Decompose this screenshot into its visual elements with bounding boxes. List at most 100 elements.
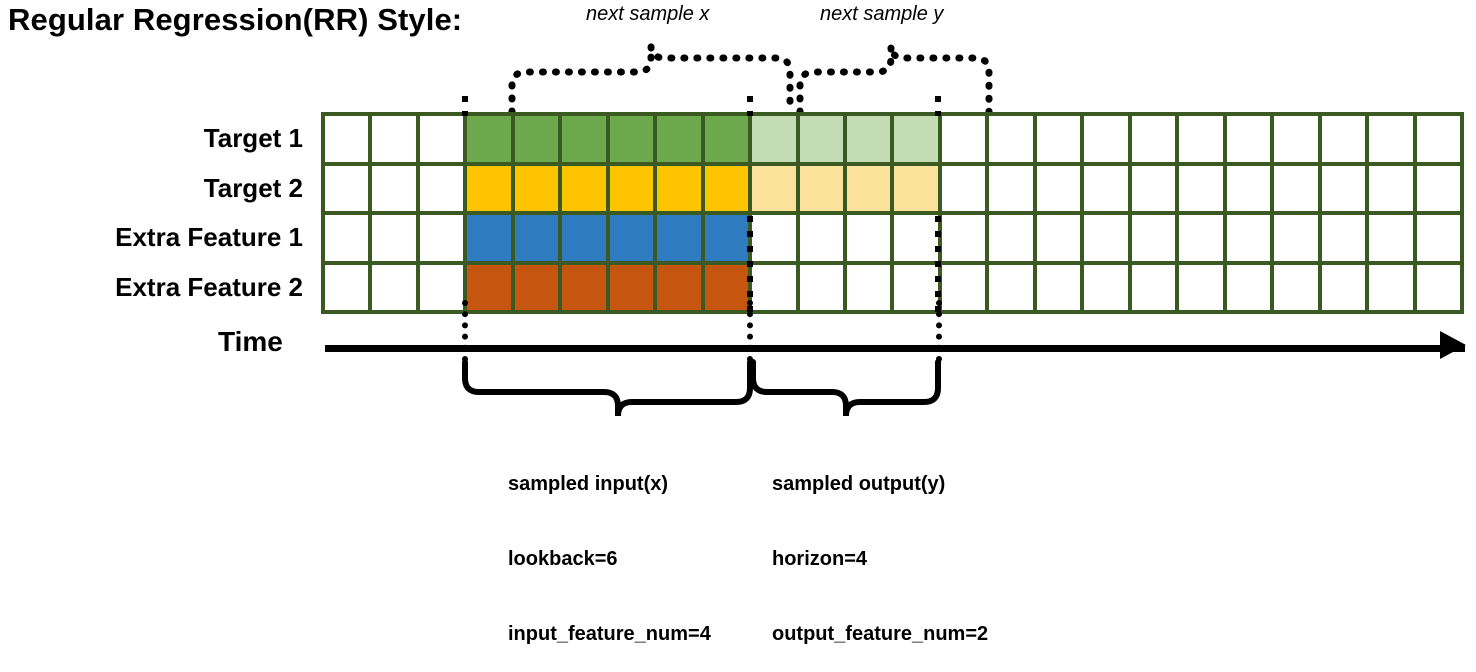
note-sampled-input-lookback: lookback=6 [508,548,618,570]
grid-cell [467,165,511,211]
grid-cell [419,165,464,211]
grid-cell [704,264,749,310]
grid-cell [799,116,844,162]
grid-cell [847,215,891,261]
grid-cell [1321,116,1366,162]
grid-cell [372,165,416,211]
grid-cell [1321,215,1366,261]
grid-cell [704,165,749,211]
row-label-extra-feature-2: Extra Feature 2 [115,271,303,302]
grid-cell [752,116,796,162]
grid-cell [609,215,654,261]
grid-cell [562,165,606,211]
page-title: Regular Regression(RR) Style: [8,2,463,37]
brace-next-sample-y-icon [796,45,993,116]
grid-cell [1036,264,1081,310]
grid-cell [1369,264,1413,310]
brace-sampled-input-icon [462,359,753,417]
grid-cell [894,165,938,211]
grid-cell [1179,116,1223,162]
grid-cell [799,264,844,310]
grid-cell [1084,264,1128,310]
grid-cell [1131,264,1176,310]
grid-cell [1084,116,1128,162]
grid-cell [1416,165,1460,211]
grid-cell [1226,116,1271,162]
grid-cell [562,264,606,310]
note-sampled-output-title: sampled output(y) [772,473,946,495]
grid-cell [941,165,986,211]
grid-cell [847,165,891,211]
grid-cell [941,264,986,310]
grid-cell [1226,165,1271,211]
note-sampled-input: sampled input(x) lookback=6 input_featur… [508,422,711,672]
grid-cell [847,264,891,310]
grid-cell [1131,215,1176,261]
grid-cell [894,215,938,261]
grid-cell [1274,116,1318,162]
grid-cell [325,165,369,211]
grid-cell [989,165,1033,211]
grid-cell [1274,215,1318,261]
grid-cell [941,116,986,162]
grid-cell [941,215,986,261]
grid-cell [325,215,369,261]
grid-cell [1131,116,1176,162]
grid-cell [514,215,559,261]
note-sampled-output-horizon: horizon=4 [772,548,868,570]
row-label-target-1: Target 1 [203,123,303,154]
grid-cell [1321,264,1366,310]
grid-cell [989,215,1033,261]
row-label-column: Target 1 Target 2 Extra Feature 1 Extra … [0,114,313,312]
grid-cell [657,165,701,211]
grid-cell [419,215,464,261]
grid-cell [1416,264,1460,310]
note-sampled-input-feature-num: input_feature_num=4 [508,623,711,645]
grid-cell [514,116,559,162]
grid-cell [894,264,938,310]
grid-cell [1369,116,1413,162]
annotation-next-sample-x: next sample x [586,3,710,25]
grid-cell [1226,264,1271,310]
brace-sampled-output-icon [750,359,941,417]
grid-cell [609,264,654,310]
timeseries-grid [321,112,1464,314]
grid-cell [467,264,511,310]
grid-cell [704,116,749,162]
grid-cell [1084,215,1128,261]
grid-cell [514,165,559,211]
grid-cell [1036,165,1081,211]
grid-cell [1179,215,1223,261]
note-sampled-input-title: sampled input(x) [508,473,669,495]
grid-cell [467,215,511,261]
grid-cell [325,116,369,162]
grid-cell [1321,165,1366,211]
grid-cell [514,264,559,310]
grid-cell [1369,215,1413,261]
grid-cell [1179,165,1223,211]
boundary-marker-horizon-end [936,300,942,362]
grid-cell [657,215,701,261]
grid-cell [1416,116,1460,162]
grid-cell [1226,215,1271,261]
grid-cell [562,215,606,261]
grid-cell [609,116,654,162]
grid-cell [989,264,1033,310]
boundary-marker-lookback-end [747,300,753,362]
grid-cell [1274,165,1318,211]
grid-cell [419,264,464,310]
grid-cell [704,215,749,261]
grid-cell [1131,165,1176,211]
grid-cell [1036,215,1081,261]
grid-cell [657,116,701,162]
grid-cell [799,215,844,261]
grid-cell [989,116,1033,162]
grid-cell [799,165,844,211]
grid-cell [1179,264,1223,310]
grid-cell [752,165,796,211]
boundary-marker-lookback-start [462,300,468,362]
grid-cell [894,116,938,162]
grid-cell [1369,165,1413,211]
note-sampled-output-feature-num: output_feature_num=2 [772,623,989,645]
grid-cell [1274,264,1318,310]
